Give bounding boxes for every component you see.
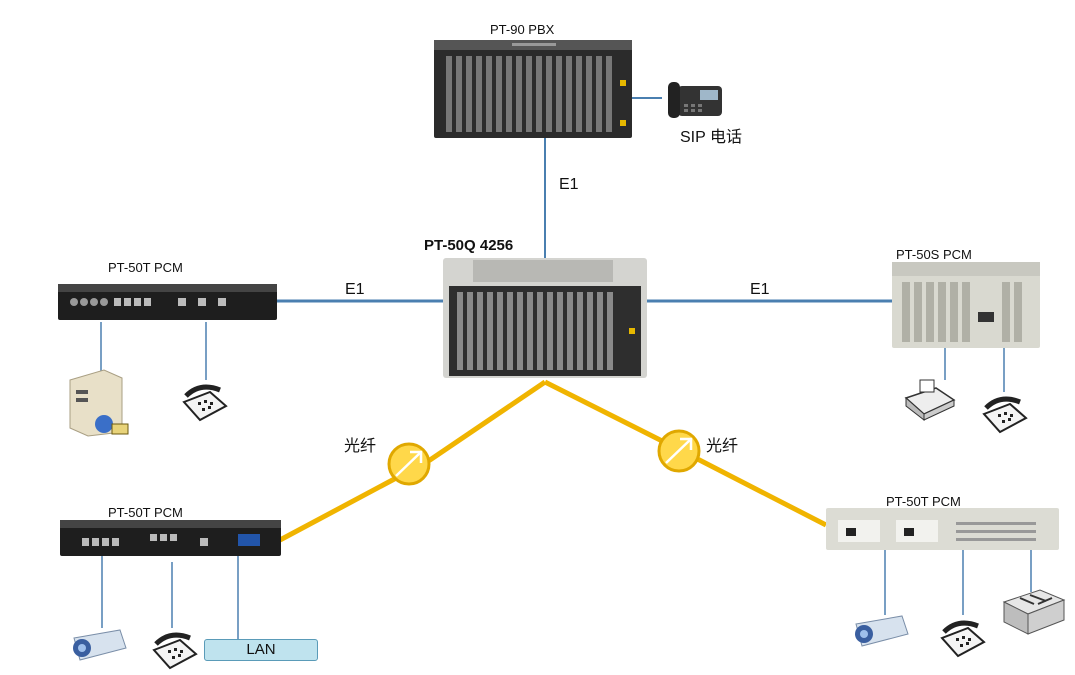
sip-phone-icon [668,82,722,118]
pcm-1u-left-top-icon [58,284,277,320]
server-icon [69,369,129,437]
fiber-label-right: 光纤 [706,438,739,455]
lan-box: LAN [204,639,318,661]
camera-icon [73,629,127,661]
telephone-icon [152,632,198,670]
pcm-left-bottom-label: PT-50T PCM [108,505,183,520]
e1-label-vertical: E1 [559,176,579,193]
fiber-converter-right-icon [657,429,701,473]
pbx-chassis-icon [434,40,632,138]
e1-label-right: E1 [750,281,770,298]
network-switch-icon [1002,589,1066,635]
core-chassis-icon [443,258,647,378]
sip-phone-label: SIP 电话 [680,129,742,146]
pcm-1u-left-bottom-icon [60,520,281,556]
pcm-chassis-right-top-icon [892,262,1040,348]
fiber-converter-left-icon [387,442,431,486]
telephone-icon [982,396,1028,434]
core-label: PT-50Q 4256 [424,237,514,254]
pcm-right-bottom-label: PT-50T PCM [886,494,961,509]
fax-icon [904,379,956,422]
telephone-icon [940,620,986,658]
pcm-right-top-label: PT-50S PCM [896,247,972,262]
fiber-label-left: 光纤 [344,438,377,455]
camera-icon [855,615,909,647]
telephone-icon [182,384,228,422]
e1-label-left: E1 [345,281,365,298]
pcm-1u-right-bottom-icon [826,508,1059,550]
pbx-label: PT-90 PBX [490,22,555,37]
pcm-left-top-label: PT-50T PCM [108,260,183,275]
